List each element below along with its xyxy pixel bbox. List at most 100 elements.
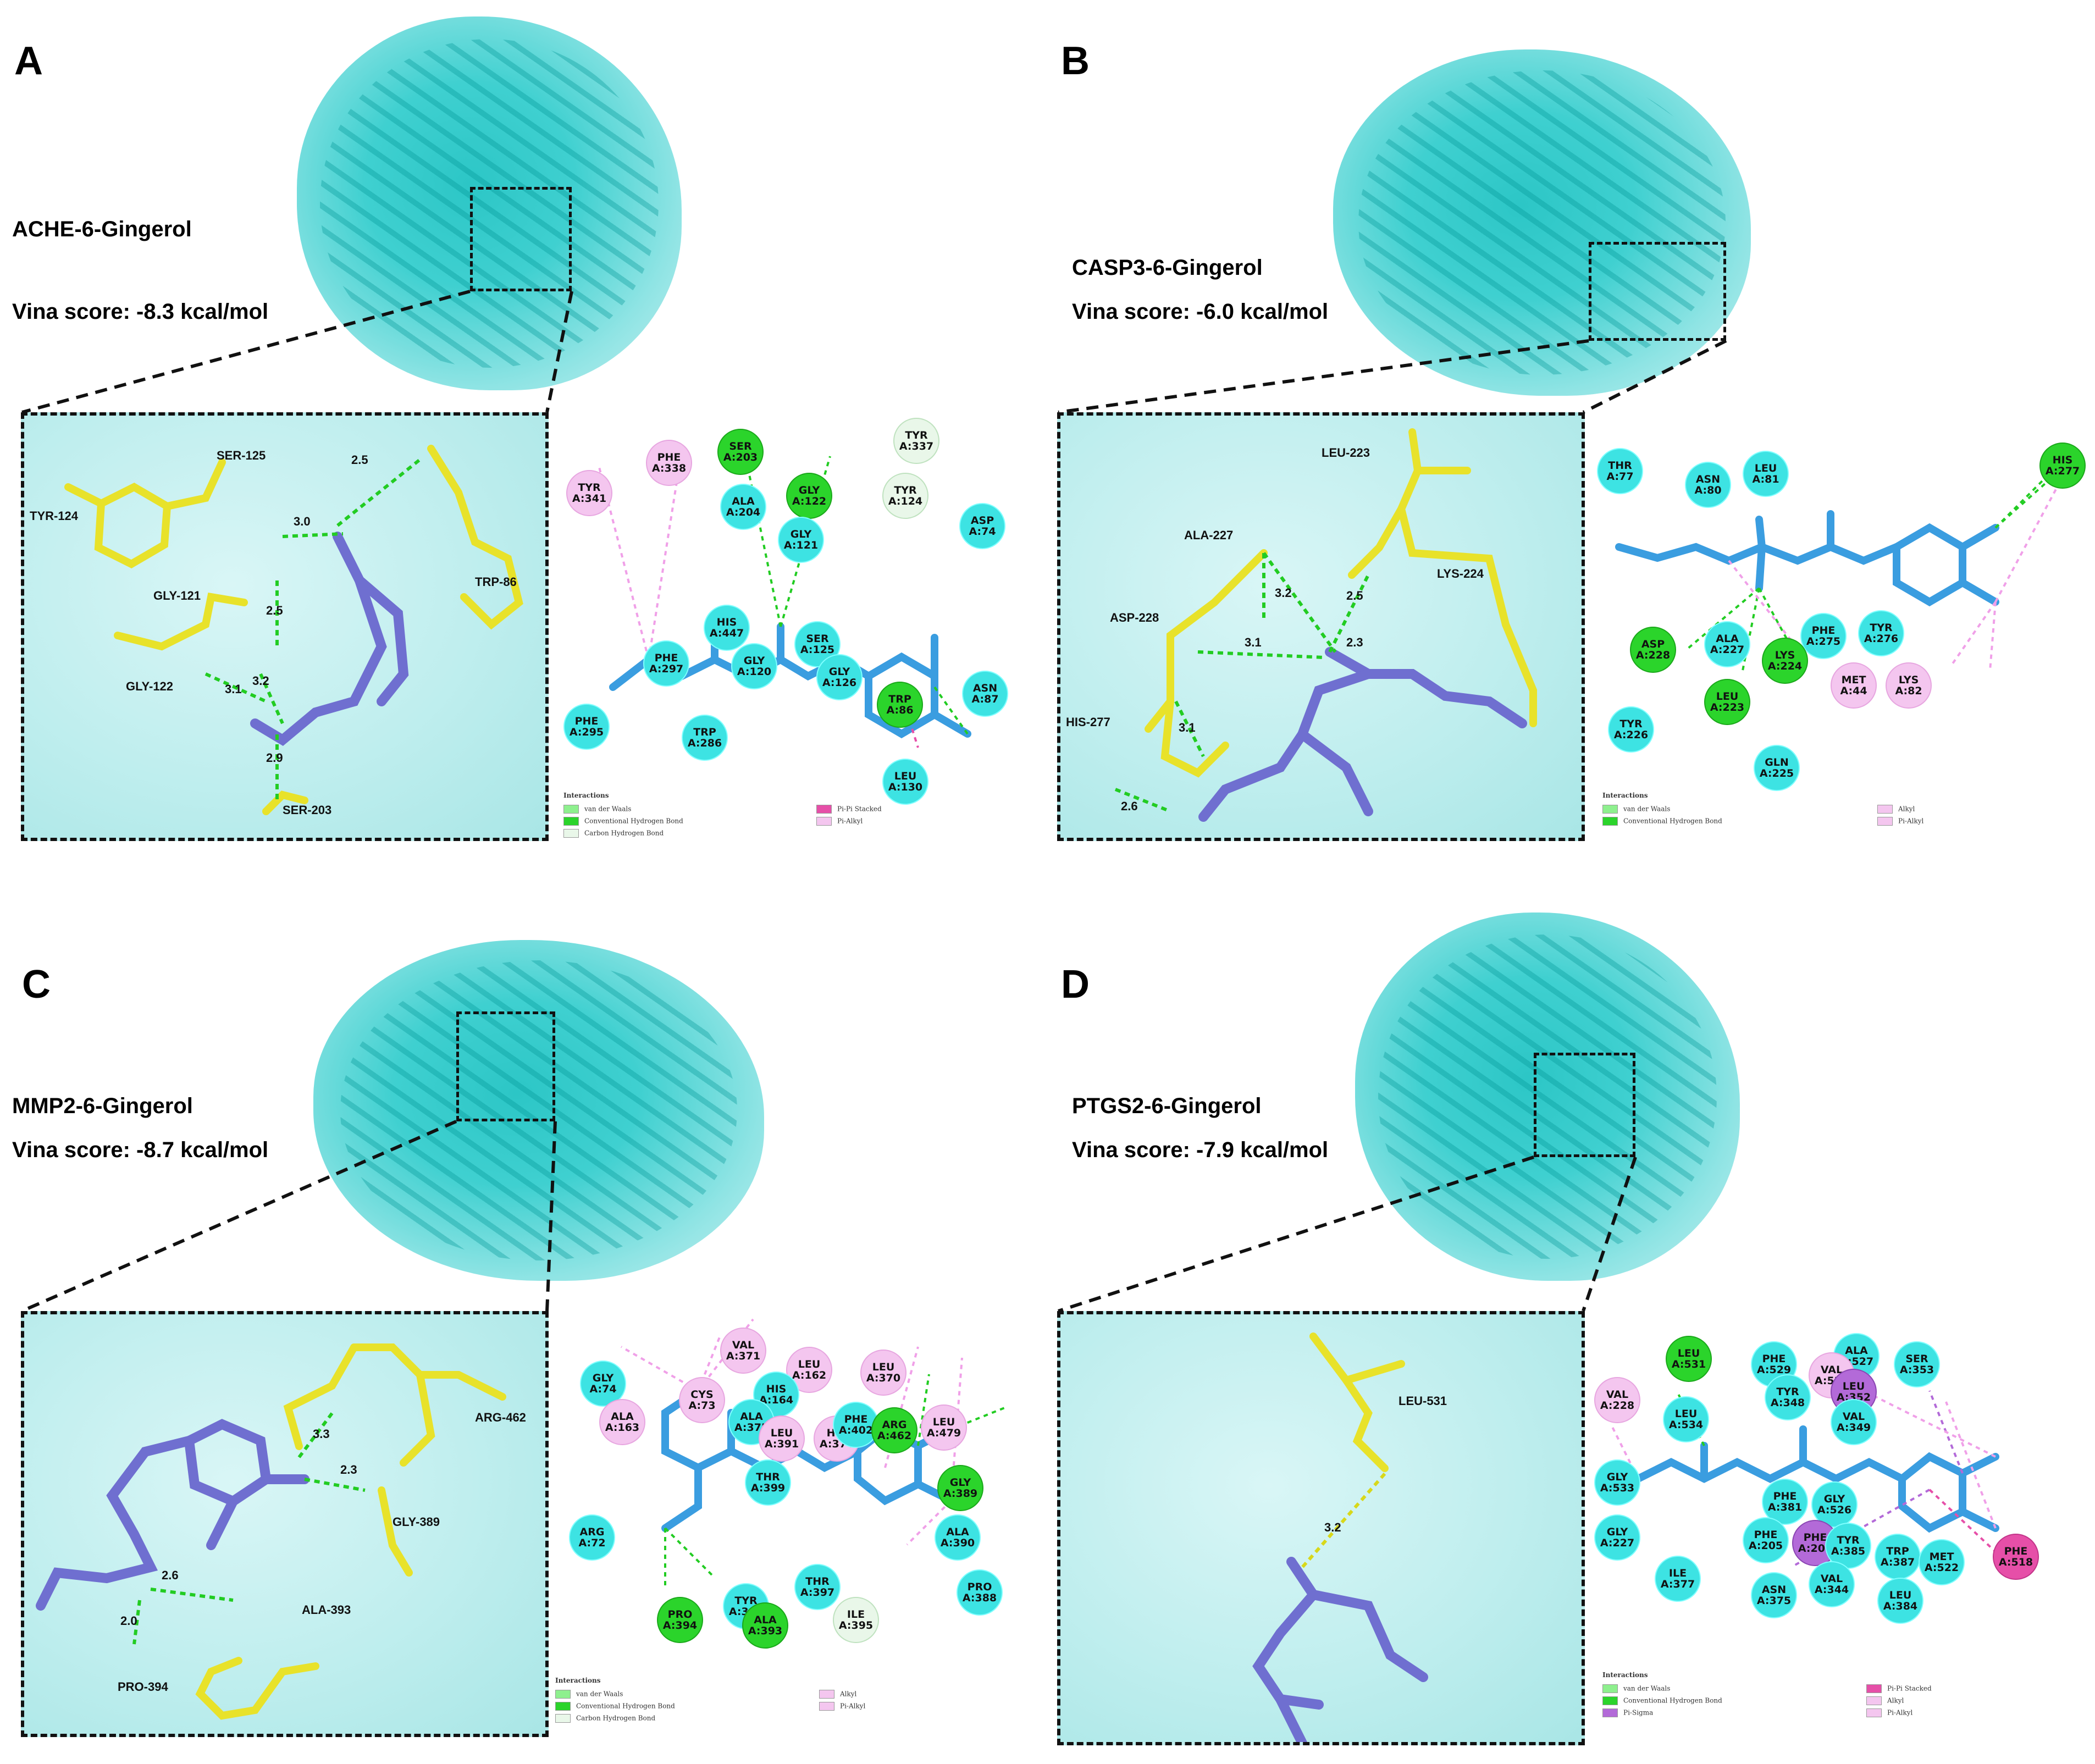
residue-name: LEU	[770, 1427, 793, 1439]
residue-name: TYR	[1837, 1534, 1860, 1546]
residue-number: A:462	[877, 1430, 912, 1442]
residue-name: ALA	[1716, 633, 1739, 645]
legend-item: van der Waals	[563, 805, 631, 814]
residue-number: A:348	[1770, 1397, 1805, 1409]
residue-name: SER	[806, 633, 829, 645]
distance-label: 3.0	[294, 515, 311, 528]
residue-name: PHE	[1762, 1353, 1786, 1365]
binding-site-sticks: ARG-462 GLY-389 ALA-393 PRO-394 3.3 2.3 …	[36, 1343, 526, 1720]
protein-surface	[1355, 913, 1740, 1281]
panel-c: C MMP2-6-Gingerol Vina score: -8.7 kcal/…	[0, 880, 1047, 1764]
legend-item: Carbon Hydrogen Bond	[555, 1714, 655, 1723]
residue-name: ALA	[611, 1411, 634, 1423]
legend-item: van der Waals	[1602, 1684, 1670, 1693]
residue-number: A:86	[886, 704, 914, 716]
residue-number: A:531	[1671, 1358, 1706, 1370]
legend-item: Pi-Alkyl	[819, 1702, 865, 1711]
binding-pocket-box	[456, 1011, 555, 1121]
residue-number: A:295	[569, 726, 604, 738]
residue-number: A:87	[971, 693, 999, 705]
distance-label: 2.3	[340, 1463, 357, 1477]
residue-number: A:381	[1767, 1501, 1803, 1513]
protein-surface	[313, 940, 764, 1281]
residue-name: PHE	[657, 451, 681, 463]
vina-score: Vina score: -7.9 kcal/mol	[1072, 1138, 1329, 1162]
residue-name: ILE	[1668, 1567, 1687, 1579]
residue-number: A:518	[1998, 1556, 2033, 1568]
residue-number: A:353	[1899, 1364, 1934, 1376]
residue-number: A:344	[1814, 1584, 1849, 1596]
panel-letter: C	[22, 963, 51, 1007]
residue-number: A:397	[800, 1586, 835, 1599]
residue-label: HIS-277	[1066, 715, 1110, 729]
panel-b: B CASP3-6-Gingerol Vina score: -6.0 kcal…	[1047, 0, 2095, 880]
residue-number: A:341	[572, 493, 607, 505]
binding-pocket-box	[1534, 1053, 1635, 1157]
residue-number: A:395	[838, 1619, 874, 1632]
distance-label: 2.5	[351, 453, 368, 467]
residue-number: A:209	[1798, 1542, 1833, 1555]
residue-name: ASN	[1761, 1584, 1787, 1596]
legend-item: Carbon Hydrogen Bond	[563, 829, 664, 838]
residue-number: A:375	[1756, 1595, 1792, 1607]
residue-name: MET	[1929, 1551, 1954, 1563]
residue-name: LEU	[798, 1358, 821, 1370]
residue-name: LEU	[1889, 1589, 1912, 1601]
residue-name: HIS	[766, 1383, 787, 1395]
residue-name: VAL	[732, 1339, 755, 1351]
residue-name: MET	[1841, 674, 1866, 686]
residue-name: VAL	[1606, 1389, 1629, 1401]
residue-number: A:163	[605, 1422, 640, 1434]
distance-label: 3.1	[1245, 635, 1262, 649]
residue-number: A:377	[1660, 1578, 1695, 1590]
residue-number: A:224	[1767, 660, 1803, 672]
legend-title: Interactions	[1602, 792, 1648, 799]
residue-name: GLY	[1606, 1526, 1628, 1538]
residue-number: A:390	[940, 1537, 975, 1549]
residue-name: VAL	[1820, 1364, 1843, 1376]
residue-name: ASN	[1695, 473, 1721, 485]
residue-number: A:126	[822, 677, 857, 689]
panel-d: D PTGS2-6-Gingerol Vina score: -7.9 kcal…	[1047, 880, 2095, 1764]
residue-number: A:526	[1817, 1504, 1852, 1516]
legend-title: Interactions	[555, 1677, 601, 1684]
distance-label: 2.6	[162, 1568, 179, 1582]
residue-name: ILE	[847, 1608, 865, 1621]
residue-name: ASP	[970, 515, 994, 527]
legend-item: Conventional Hydrogen Bond	[1602, 817, 1722, 826]
zoom-connector-lines	[21, 290, 573, 414]
interaction-legend: Interactions van der Waals Conventional …	[1602, 792, 2075, 858]
residue-name: PHE	[844, 1413, 868, 1425]
legend-item: van der Waals	[555, 1690, 623, 1699]
residue-number: A:394	[662, 1619, 698, 1632]
residue-number: A:402	[838, 1424, 874, 1436]
